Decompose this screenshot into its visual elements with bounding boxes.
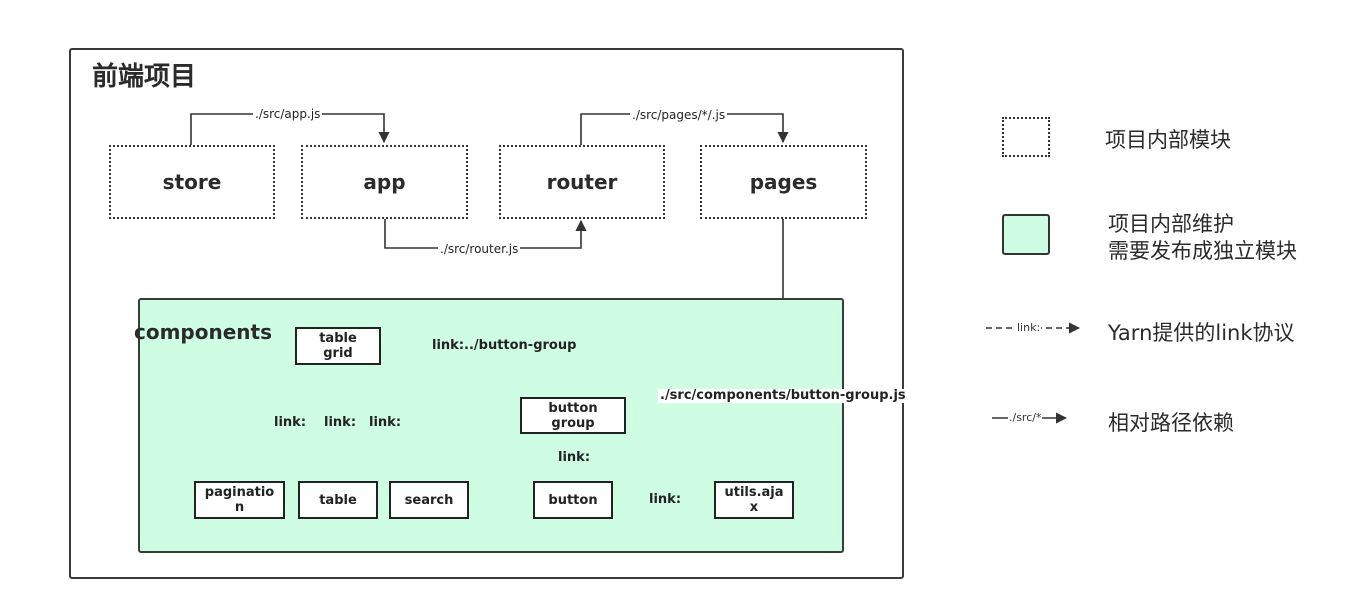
label-button-utils: link: bbox=[647, 492, 684, 507]
node-utils-ajax-line1: utils.aja bbox=[724, 485, 784, 500]
label-router-pages: ./src/pages/*/.js bbox=[630, 108, 728, 122]
node-utils-ajax-line2: x bbox=[749, 500, 759, 515]
label-grid-pagination: link: bbox=[272, 415, 309, 430]
node-button-group-line2: group bbox=[551, 415, 595, 431]
node-button-group-line1: button bbox=[548, 400, 598, 416]
node-button: button bbox=[533, 481, 613, 519]
label-grid-table: link: bbox=[322, 415, 359, 430]
legend-maintained-line2: 需要发布成独立模块 bbox=[1108, 239, 1297, 263]
frontend-project-frame bbox=[69, 48, 904, 579]
node-table: table bbox=[298, 481, 378, 519]
label-grid-search: link: bbox=[367, 415, 404, 430]
legend-link-sample: link: bbox=[1016, 321, 1042, 334]
node-pagination: paginatio n bbox=[194, 481, 285, 519]
legend-link-text: Yarn提供的link协议 bbox=[1108, 321, 1295, 345]
module-router: router bbox=[499, 145, 665, 219]
legend-path-text: 相对路径依赖 bbox=[1108, 411, 1234, 435]
node-button-group: button group bbox=[520, 397, 626, 434]
node-search: search bbox=[389, 481, 469, 519]
label-app-router: ./src/router.js bbox=[438, 242, 521, 256]
module-pages: pages bbox=[700, 145, 867, 219]
label-grid-buttongroup: link:../button-group bbox=[430, 338, 579, 353]
legend-path-sample: ./src/* bbox=[1008, 411, 1043, 424]
module-store: store bbox=[109, 145, 275, 219]
label-group-button: link: bbox=[556, 450, 593, 465]
node-table-grid-line2: grid bbox=[323, 346, 353, 361]
legend-internal-module-swatch bbox=[1002, 117, 1050, 157]
node-table-grid-line1: table bbox=[319, 331, 357, 346]
label-pages-buttongroup: ./src/components/button-group.js bbox=[658, 388, 908, 403]
node-pagination-line2: n bbox=[234, 500, 245, 515]
legend-internal-module-text: 项目内部模块 bbox=[1105, 128, 1231, 152]
legend-maintained-swatch bbox=[1002, 214, 1050, 255]
node-pagination-line1: paginatio bbox=[204, 485, 275, 500]
components-title: components bbox=[134, 320, 272, 344]
frame-title: 前端项目 bbox=[92, 62, 197, 92]
module-app: app bbox=[301, 145, 468, 219]
node-utils-ajax: utils.aja x bbox=[714, 481, 794, 519]
legend-maintained-line1: 项目内部维护 bbox=[1108, 212, 1234, 236]
label-store-app: ./src/app.js bbox=[253, 107, 323, 121]
node-table-grid: table grid bbox=[295, 327, 381, 365]
